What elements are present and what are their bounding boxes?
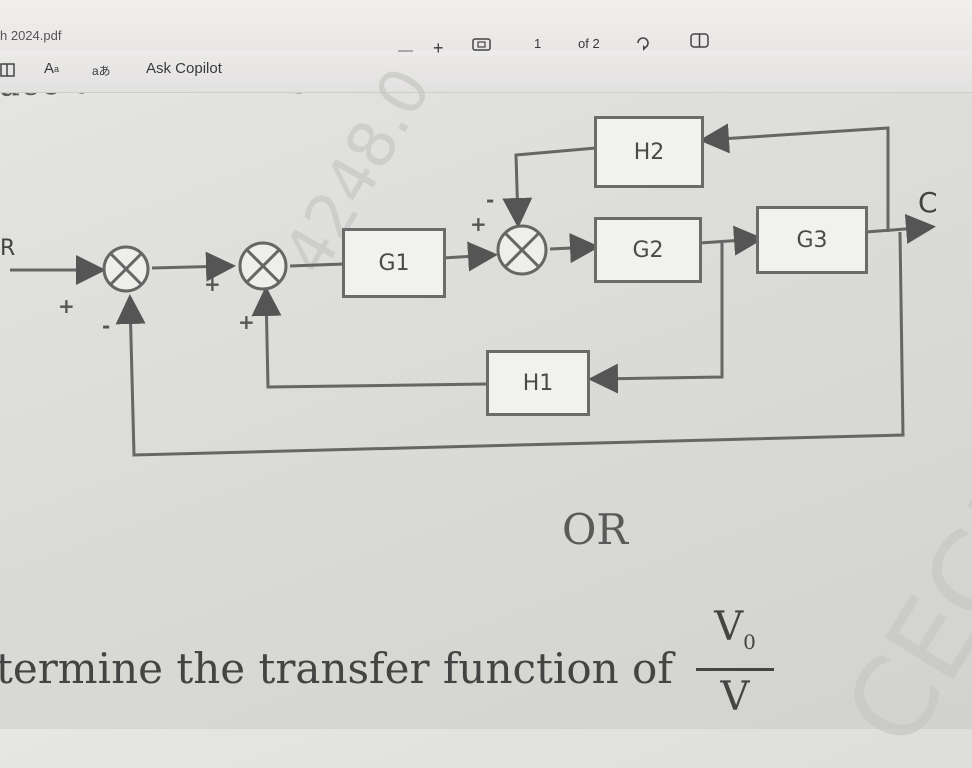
fraction-denominator: V bbox=[720, 674, 750, 720]
sign-s1-in: + bbox=[58, 294, 75, 318]
zoom-out-label: — bbox=[398, 42, 413, 59]
block-g3-label: G3 bbox=[796, 227, 828, 253]
contents-icon[interactable] bbox=[0, 62, 16, 78]
current-page: 1 bbox=[534, 36, 542, 51]
h2-feedback-out bbox=[502, 146, 597, 228]
block-g2: G2 bbox=[594, 217, 702, 283]
s2-g1-line bbox=[289, 262, 345, 268]
page-total: of 2 bbox=[578, 36, 600, 51]
block-g3: G3 bbox=[756, 206, 868, 274]
sign-s3-fb: - bbox=[486, 188, 495, 212]
block-diagram bbox=[10, 123, 936, 457]
draw-label: A bbox=[44, 60, 55, 77]
zoom-in-label: + bbox=[433, 38, 444, 58]
block-g2-label: G2 bbox=[632, 237, 664, 263]
block-g1-label: G1 bbox=[378, 250, 410, 276]
fraction-bar bbox=[696, 668, 774, 671]
h1-feedback-out bbox=[251, 286, 488, 389]
ask-copilot-button[interactable]: Ask Copilot bbox=[146, 60, 222, 77]
g1-s3-line bbox=[442, 241, 498, 272]
sign-s2-fb: + bbox=[238, 310, 255, 334]
fraction-numerator: V bbox=[714, 604, 744, 650]
ask-copilot-label: Ask Copilot bbox=[146, 60, 222, 77]
g2-g3-line bbox=[699, 225, 764, 256]
block-g1: G1 bbox=[342, 228, 446, 298]
sign-s1-fb: - bbox=[102, 314, 111, 338]
block-h1: H1 bbox=[486, 350, 590, 416]
s3-g2-line bbox=[549, 233, 600, 264]
read-aloud-button[interactable]: aあ bbox=[92, 62, 111, 79]
h2-feedback-in bbox=[699, 123, 890, 232]
block-h2-label: H2 bbox=[633, 139, 665, 165]
question-text: termine the transfer function of bbox=[0, 644, 673, 693]
g3-out-line bbox=[865, 213, 936, 244]
h1-feedback-in bbox=[588, 243, 724, 394]
page-number-input[interactable]: 1 bbox=[534, 36, 541, 51]
sign-s2-in: + bbox=[204, 272, 221, 296]
fraction-numerator-sub: 0 bbox=[743, 630, 756, 654]
or-text: OR bbox=[562, 505, 629, 554]
page-total-label: of 2 bbox=[578, 36, 600, 51]
zoom-in-button[interactable]: + bbox=[433, 38, 444, 59]
output-label: C bbox=[918, 186, 938, 219]
two-page-view-icon[interactable] bbox=[690, 33, 710, 49]
unity-feedback bbox=[115, 231, 905, 457]
transfer-function-fraction: V0 V bbox=[690, 605, 780, 719]
window-titlebar: h 2024.pdf bbox=[0, 0, 972, 50]
read-aloud-label: aあ bbox=[92, 64, 111, 78]
input-label: R bbox=[0, 236, 16, 261]
sign-s3-in: + bbox=[470, 212, 487, 236]
tab-title[interactable]: h 2024.pdf bbox=[0, 28, 62, 43]
rotate-icon[interactable] bbox=[634, 34, 652, 52]
s1-s2-line bbox=[151, 251, 236, 282]
block-h2: H2 bbox=[594, 116, 704, 188]
block-h1-label: H1 bbox=[522, 370, 554, 396]
fit-page-icon[interactable] bbox=[472, 38, 492, 52]
zoom-out-button[interactable]: — bbox=[398, 42, 413, 59]
